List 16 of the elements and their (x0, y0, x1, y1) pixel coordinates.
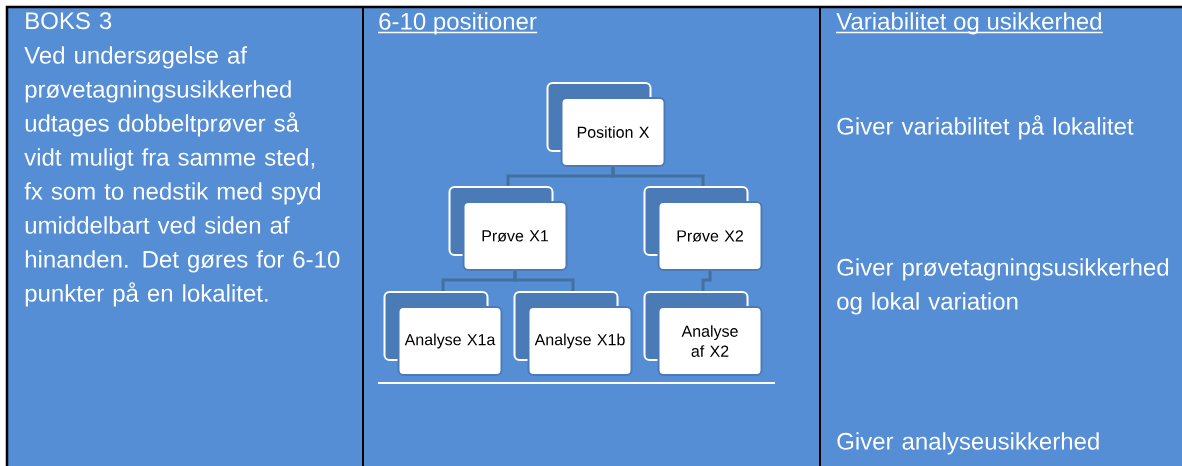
org-chart-box: Prøve X2 (643, 186, 763, 271)
column-heading: 6-10 positioner (377, 12, 538, 35)
annotation-text: Giver analyseusikkerhed (837, 432, 1099, 455)
org-chart-box: Analyse X1a (383, 291, 503, 376)
connector-line (701, 271, 712, 291)
org-chart-box: Analyse af X2 (643, 291, 763, 376)
org-chart-box: Position X (546, 82, 666, 167)
connector-line (513, 271, 575, 291)
body-text: Ved undersøgelse af prøvetagningsusikkerhed udtages dobbeltprøver så vidt muligt fra samme sted, fx som to nedstik med spyd umiddelbart ved siden af hinanden. Det gøres for 6-10 punkter på en lokalitet. (24, 46, 340, 307)
annotation-text: Giver prøvetagningsusikkerhed og lokal variation (837, 258, 1169, 315)
box-heading: BOKS 3 (26, 12, 112, 30)
connector-line (611, 167, 705, 186)
org-chart-box: Prøve X1 (448, 186, 568, 271)
annotation-text: Giver variabilitet på lokalitet (837, 115, 1134, 140)
column-heading: Variabilitet og usikkerhed (835, 12, 1104, 35)
org-chart-box: Analyse X1b (513, 291, 633, 376)
